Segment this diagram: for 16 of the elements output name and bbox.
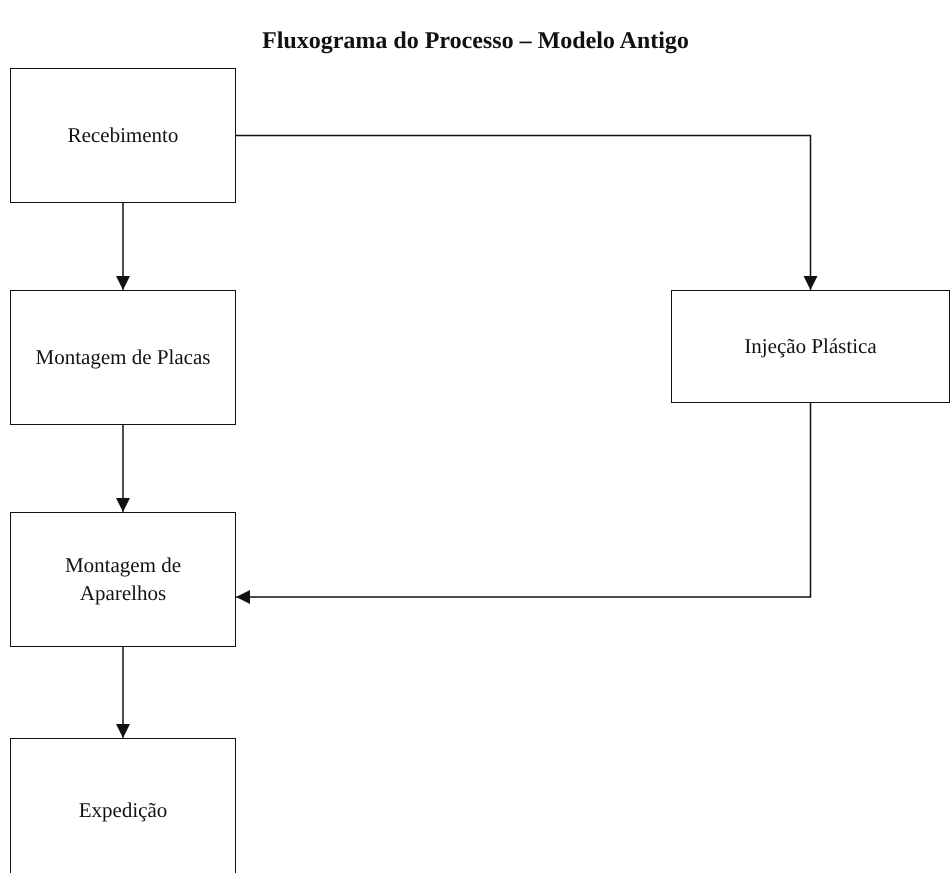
box-label: Expedição [78,796,168,824]
box-label: Injeção Plástica [744,332,877,360]
arrow [116,425,130,512]
box-label: Recebimento [68,122,178,149]
process-box [10,290,236,425]
process-box [10,738,236,873]
box-label: Montagem de Placas [36,344,210,371]
process-box [10,512,236,647]
arrow [236,403,812,604]
arrow [236,134,818,290]
box-label: Montagem de Aparelhos [64,552,182,606]
process-box [671,290,950,403]
arrow [116,647,130,738]
arrow [116,203,130,290]
process-box [10,68,236,203]
diagram-title: Fluxograma do Processo – Modelo Antigo [261,28,690,55]
